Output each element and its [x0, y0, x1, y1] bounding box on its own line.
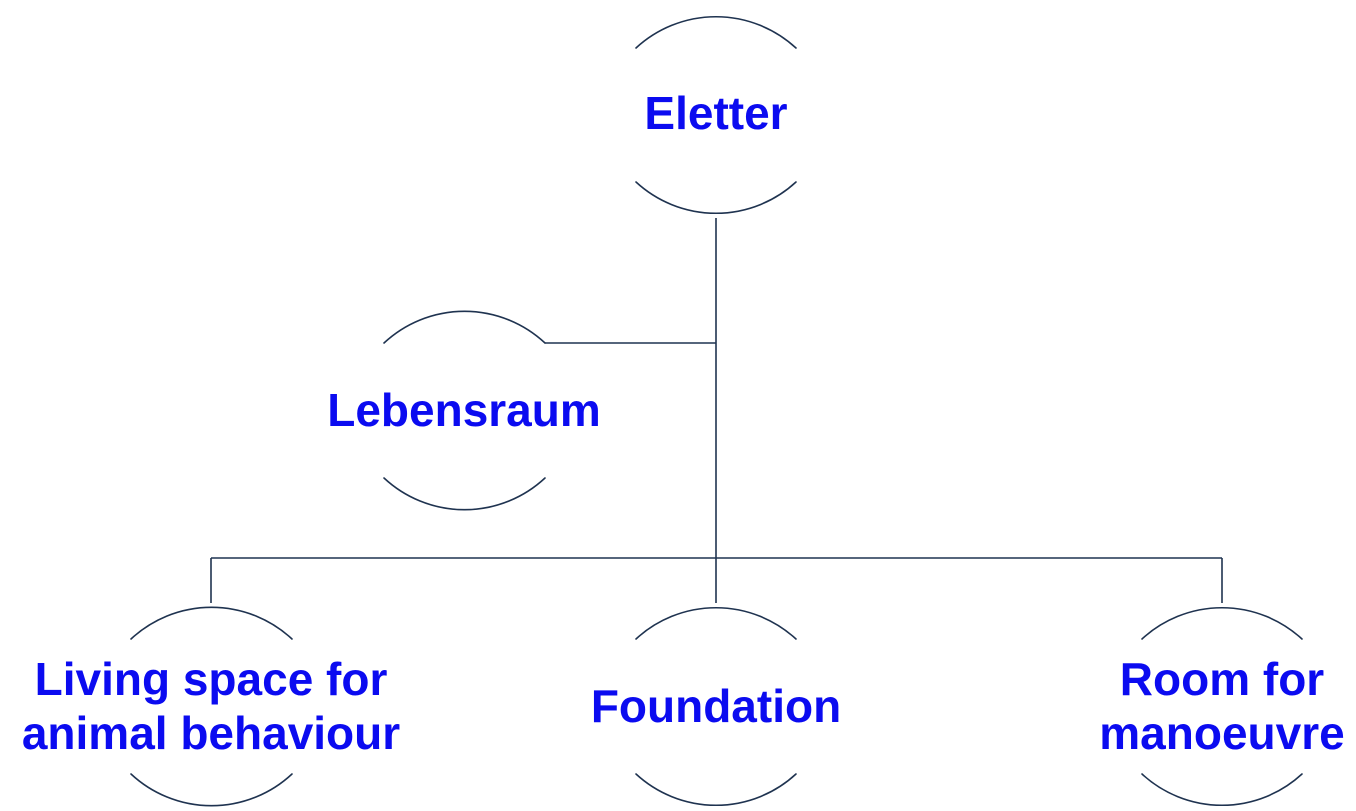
node-foundation-shape	[635, 606, 797, 807]
node-foundation-label: Foundation	[591, 679, 841, 733]
node-lebensraum-label: Lebensraum	[327, 383, 601, 437]
node-room-label-line-2: manoeuvre	[1099, 707, 1345, 759]
node-root-bottom-arc	[635, 181, 797, 215]
node-root-shape	[635, 15, 797, 215]
node-lebensraum-label-line: Lebensraum	[327, 384, 601, 436]
node-living-space-bottom-arc	[130, 773, 293, 807]
node-room-label-line-1: Room for	[1119, 653, 1325, 705]
node-room-label: Room for manoeuvre	[1099, 652, 1344, 760]
node-root-label: Eletter	[644, 86, 787, 140]
node-living-space-shape	[130, 606, 293, 807]
node-living-space-label: Living space for animal behaviour	[22, 652, 400, 760]
node-room-top-arc	[1141, 606, 1303, 640]
node-living-space-label-line-2: animal behaviour	[21, 707, 401, 759]
node-root-label-line: Eletter	[644, 87, 788, 139]
node-living-space-top-arc	[130, 606, 293, 640]
node-foundation-bottom-arc	[635, 773, 797, 807]
node-lebensraum-top-arc	[383, 310, 546, 344]
node-root-top-arc	[635, 15, 797, 49]
node-room-bottom-arc	[1141, 773, 1303, 807]
connectors	[210, 218, 1223, 603]
node-lebensraum-shape	[383, 310, 546, 511]
node-living-space-label-line-1: Living space for	[34, 653, 388, 705]
node-room-shape	[1141, 606, 1303, 807]
node-lebensraum-bottom-arc	[383, 477, 546, 511]
node-foundation-label-line: Foundation	[590, 680, 842, 732]
node-foundation-top-arc	[635, 606, 797, 640]
